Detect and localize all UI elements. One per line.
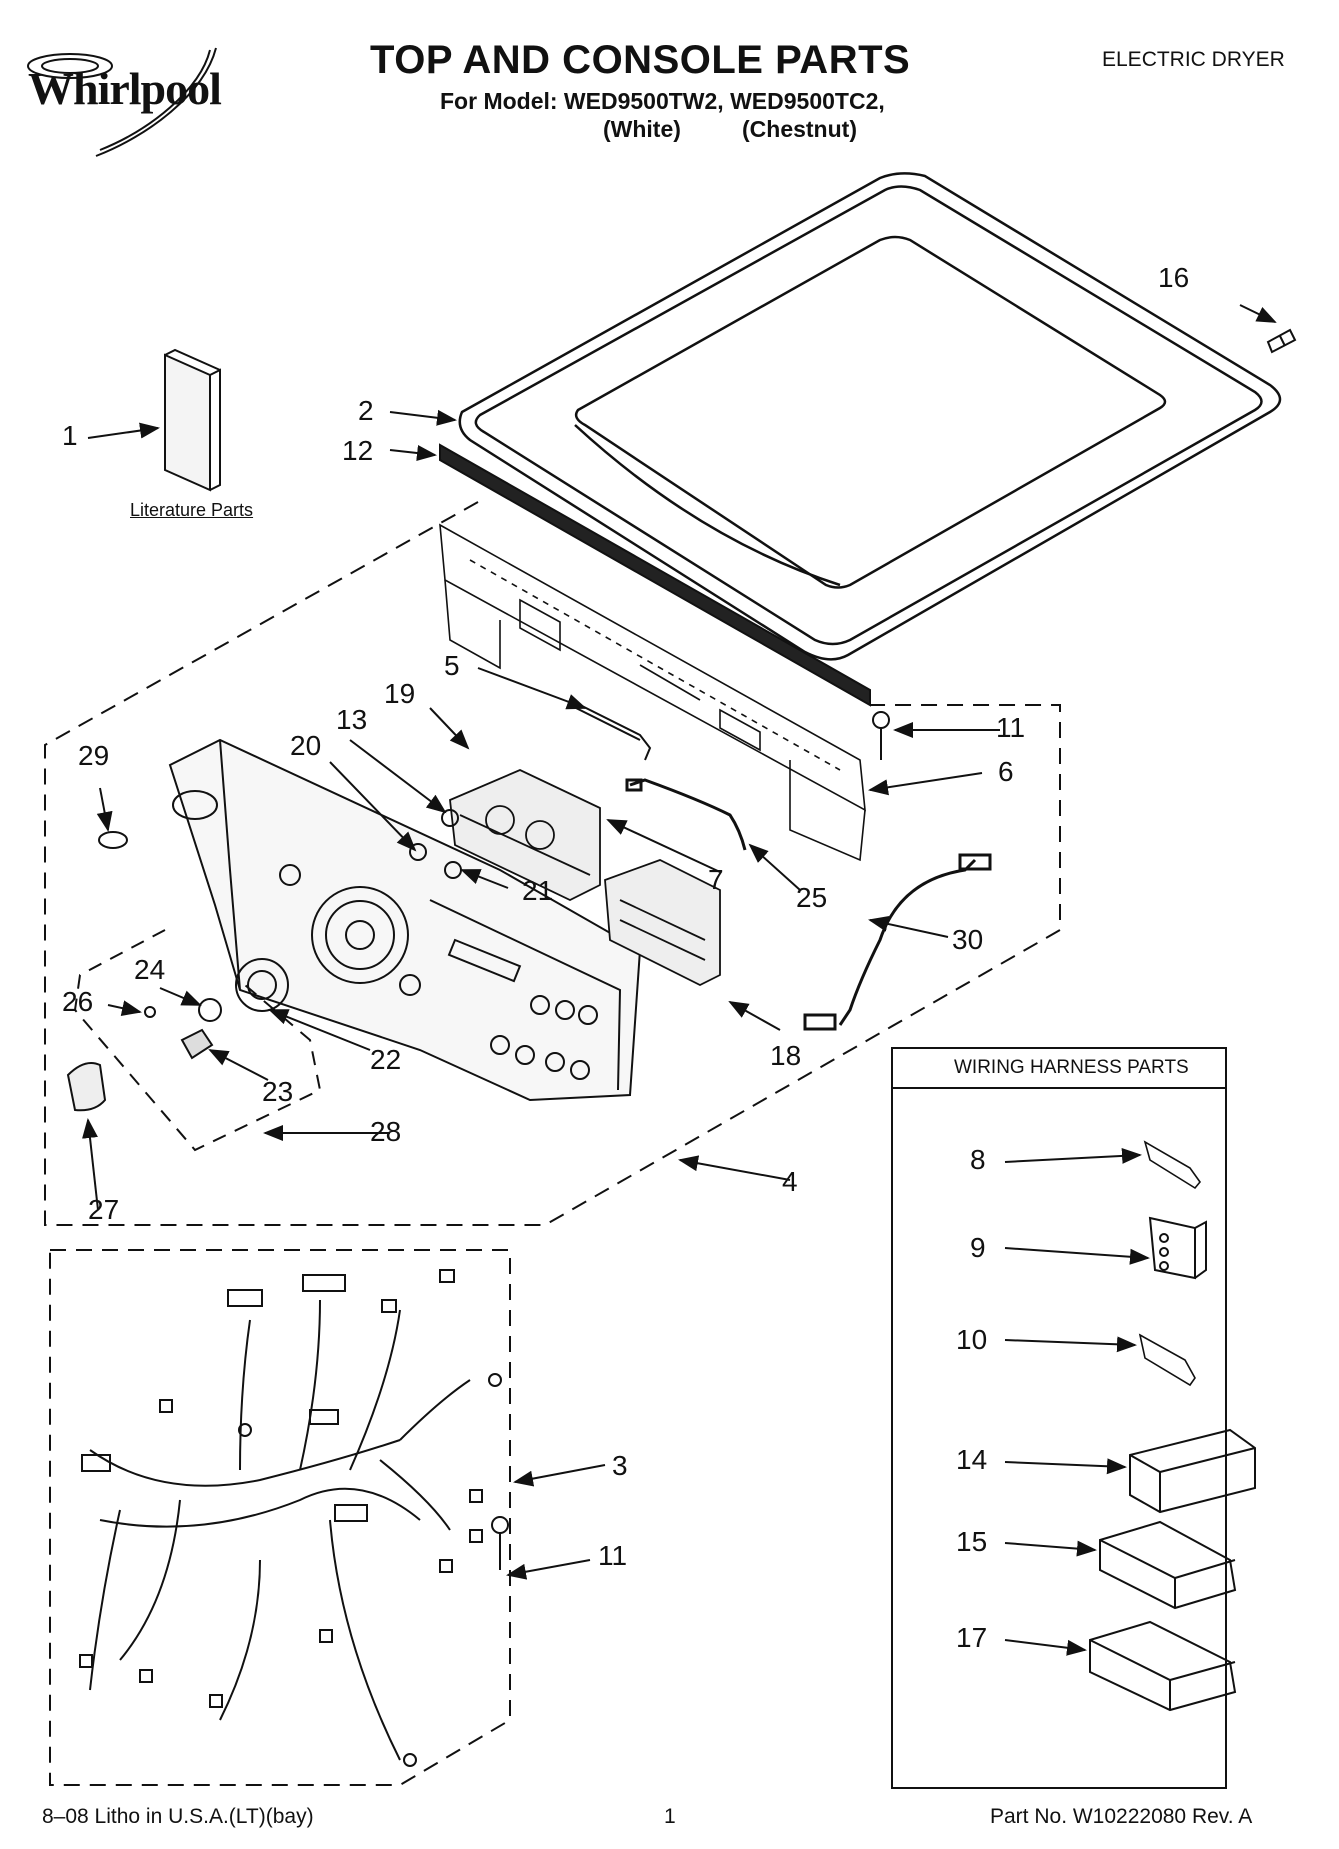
callout-26: 26 [62,986,94,1017]
main-harness [79,1269,502,1767]
callout-1: 1 [62,420,78,451]
callout-arrows [82,304,1277,1656]
main-harness-outline [49,1249,511,1786]
color-chestnut: (Chestnut) [742,116,857,142]
callout-3: 3 [612,1450,628,1481]
callout-10: 10 [956,1324,988,1355]
user-interface-board [604,859,721,987]
callout-6: 6 [998,756,1014,787]
footer-page-number: 1 [664,1805,676,1828]
bezel-ring-29 [98,831,128,849]
screw-11b [491,1516,509,1570]
callout-19: 19 [384,678,416,709]
callout-7: 7 [708,864,724,895]
color-white: (White) [603,116,681,142]
page-title: TOP AND CONSOLE PARTS [370,38,911,82]
wire-tie [569,699,652,761]
callout-16: 16 [1158,262,1190,293]
console-assembly-outline [44,501,1061,1226]
connector-15 [1099,1520,1237,1610]
callout-11-upper: 11 [996,712,1026,743]
terminal-8 [1143,1140,1202,1190]
connector-14 [1129,1428,1256,1514]
knob-assembly [66,958,289,1112]
screw-16 [1266,328,1297,354]
brand-logo: Whirlpool [28,63,222,114]
top-panel [458,172,1282,661]
callout-28: 28 [370,1116,402,1147]
terminal-10 [1138,1333,1196,1387]
callout-9: 9 [970,1232,986,1263]
console-bracket [439,523,866,862]
callout-24: 24 [134,954,166,985]
callout-4: 4 [782,1166,798,1197]
literature-parts-label: Literature Parts [130,500,254,520]
console-panel [168,738,642,1102]
knob-group-outline [73,929,322,1152]
callout-30: 30 [952,924,984,955]
literature-booklet [164,348,221,492]
callout-21: 21 [522,875,554,906]
wiring-harness-parts-box [891,1047,1227,1789]
gasket-strip [439,443,871,707]
callout-18: 18 [770,1040,802,1071]
whirlpool-logo-icon [27,47,217,157]
callout-14: 14 [956,1444,988,1475]
callout-8: 8 [970,1144,986,1175]
callout-12: 12 [342,435,374,466]
callout-20: 20 [290,730,322,761]
connector-9 [1148,1216,1207,1280]
harness-30 [803,853,992,1031]
harness-25 [625,778,747,851]
model-line: For Model: WED9500TW2, WED9500TC2, [440,88,885,114]
connector-17 [1089,1620,1237,1712]
callout-11-lower: 11 [598,1540,628,1571]
callout-27: 27 [88,1194,120,1225]
callout-5: 5 [444,650,460,681]
wiring-harness-parts-title: WIRING HARNESS PARTS [954,1057,1189,1078]
callout-25: 25 [796,882,828,913]
footer-litho: 8–08 Litho in U.S.A.(LT)(bay) [42,1805,314,1828]
product-type: ELECTRIC DRYER [1102,48,1285,71]
callout-15: 15 [956,1526,988,1557]
callout-22: 22 [370,1044,402,1075]
callout-23: 23 [262,1076,294,1107]
screw-11a [872,711,890,760]
callout-17: 17 [956,1622,988,1653]
callout-2: 2 [358,395,374,426]
callout-29: 29 [78,740,110,771]
footer-part-number: Part No. W10222080 Rev. A [990,1805,1253,1828]
control-board [449,769,601,902]
callout-13: 13 [336,704,368,735]
